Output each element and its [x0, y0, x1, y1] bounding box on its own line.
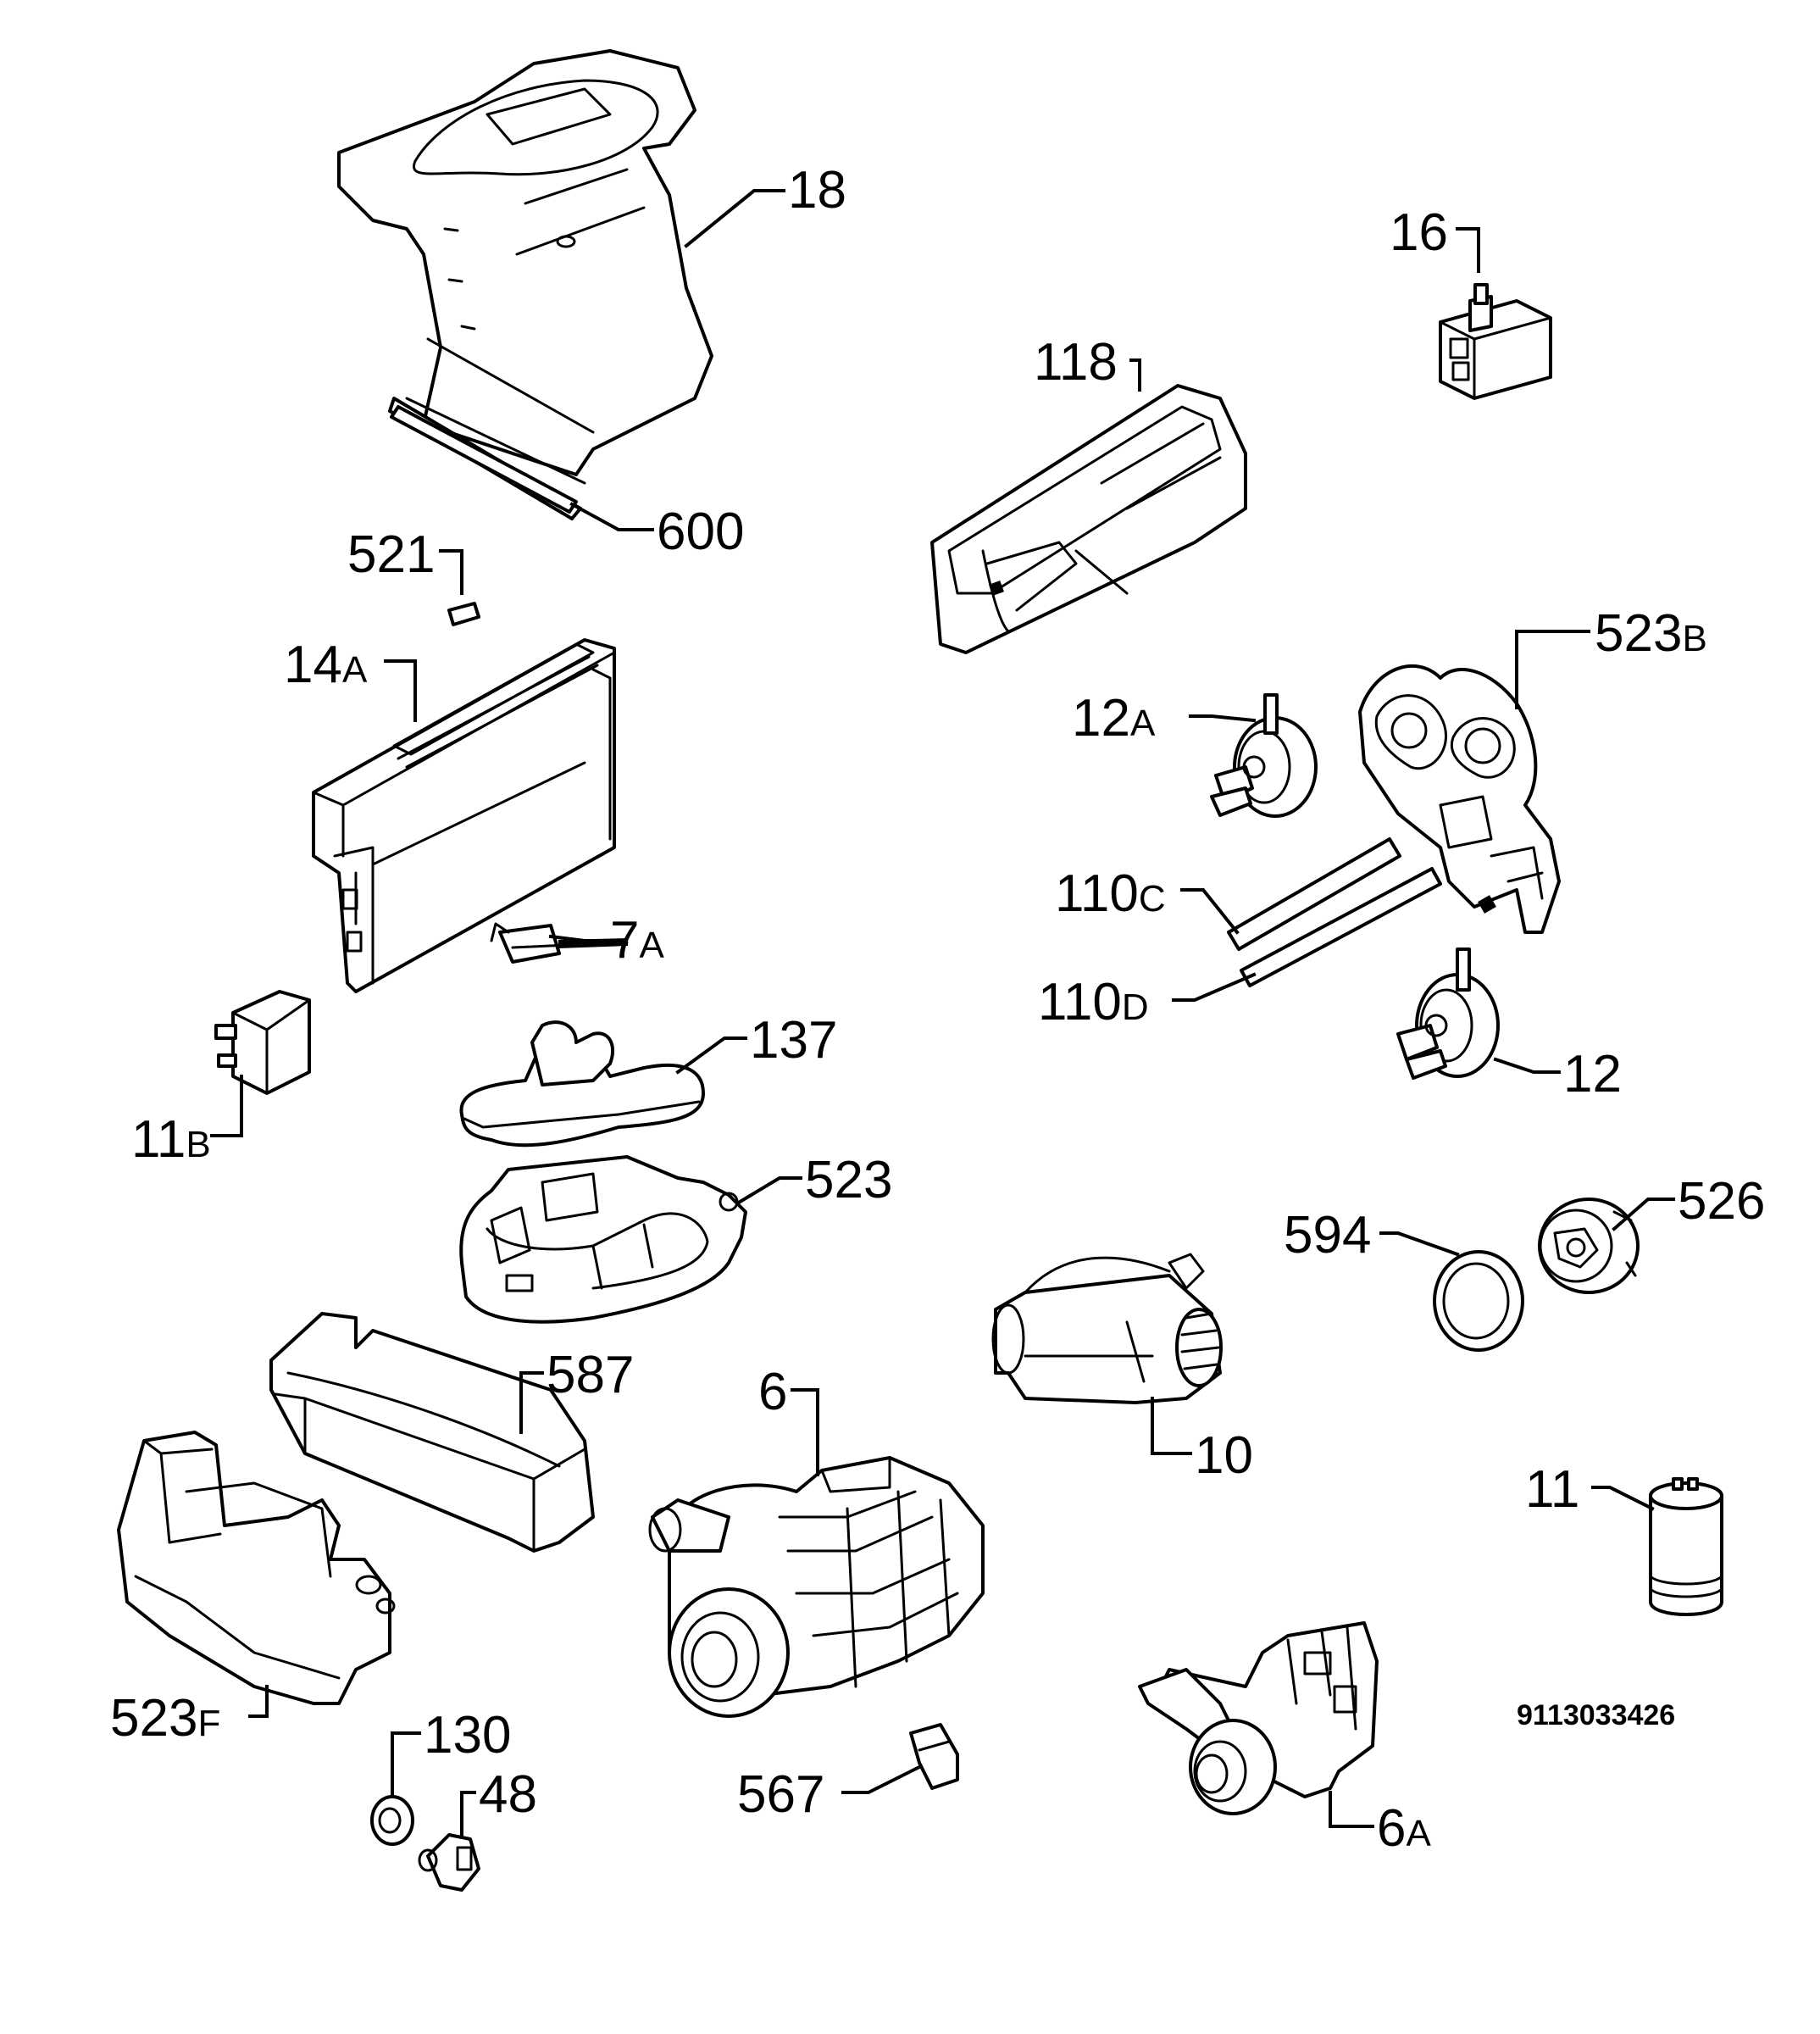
- leader-14a: [384, 659, 417, 722]
- label-118: 118: [1034, 333, 1118, 392]
- part-12a-pressure-switch: [1210, 693, 1318, 818]
- label-7a: 7A: [610, 911, 664, 970]
- label-130: 130: [424, 1706, 511, 1764]
- part-523b-bracket: [1358, 664, 1561, 934]
- part-11b-relay: [214, 990, 311, 1095]
- part-14a-module: [312, 638, 616, 993]
- label-12a: 12A: [1072, 689, 1156, 747]
- label-137: 137: [750, 1011, 837, 1070]
- label-16: 16: [1390, 203, 1448, 262]
- leader-523b: [1515, 630, 1590, 709]
- part-567-connector: [909, 1723, 959, 1790]
- leader-6a: [1329, 1791, 1374, 1828]
- part-48-plug: [418, 1833, 480, 1892]
- label-110c: 110C: [1055, 864, 1166, 923]
- part-130-washer: [370, 1795, 414, 1846]
- leader-11b: [210, 1075, 243, 1137]
- part-7a-clip: [490, 922, 629, 964]
- leader-594: [1379, 1231, 1460, 1257]
- part-523f-bracket: [117, 1431, 396, 1705]
- label-523: 523: [805, 1151, 892, 1209]
- label-10: 10: [1195, 1426, 1253, 1485]
- part-11-capacitor: [1649, 1477, 1723, 1616]
- leader-6: [791, 1388, 819, 1476]
- leader-526: [1612, 1198, 1675, 1231]
- label-18: 18: [788, 161, 846, 220]
- label-48: 48: [479, 1765, 537, 1824]
- part-118-dispenser: [930, 384, 1247, 654]
- label-526: 526: [1678, 1172, 1765, 1231]
- document-number: 9113033426: [1517, 1699, 1675, 1731]
- leader-10: [1151, 1397, 1192, 1455]
- label-521: 521: [347, 525, 435, 584]
- label-594: 594: [1284, 1206, 1371, 1264]
- label-110d: 110D: [1038, 973, 1149, 1031]
- label-11b: 11B: [131, 1110, 211, 1169]
- part-12-pressure-switch: [1396, 948, 1500, 1080]
- part-16-switch: [1439, 283, 1552, 400]
- leader-567: [841, 1764, 922, 1794]
- leader-12: [1493, 1057, 1561, 1074]
- leader-lines: [210, 189, 1675, 1837]
- leader-600: [569, 502, 654, 531]
- leader-137: [675, 1036, 747, 1075]
- leader-118: [1129, 358, 1141, 392]
- part-110d-hose: [1240, 867, 1442, 987]
- label-523f: 523F: [110, 1689, 220, 1748]
- label-523b: 523B: [1595, 604, 1707, 663]
- part-600-strip: [390, 405, 578, 514]
- label-11: 11: [1525, 1460, 1579, 1519]
- label-600: 600: [657, 503, 744, 561]
- leader-48: [460, 1791, 476, 1837]
- leader-130: [391, 1731, 421, 1798]
- part-6a-drain-pump: [1138, 1621, 1379, 1815]
- leader-16: [1456, 227, 1480, 273]
- part-10-heater: [991, 1253, 1223, 1404]
- leader-11: [1591, 1486, 1655, 1511]
- part-18-duct-cover: [337, 49, 713, 520]
- leader-110d: [1172, 972, 1257, 1002]
- part-labels: 18 600 16 118 521 14A 523B 12A 7A 110C 1…: [110, 161, 1765, 1858]
- part-594-seal: [1433, 1250, 1524, 1352]
- part-587-cover: [269, 1312, 595, 1553]
- label-12: 12: [1563, 1045, 1622, 1103]
- leader-523: [735, 1176, 802, 1206]
- leader-521: [439, 549, 463, 595]
- part-137-cover: [459, 1020, 705, 1148]
- leader-7a: [548, 934, 608, 942]
- part-6-motor: [648, 1456, 985, 1718]
- part-523-sump: [459, 1155, 747, 1324]
- label-587: 587: [547, 1346, 634, 1404]
- label-6: 6: [758, 1363, 787, 1421]
- leader-523f: [248, 1685, 269, 1718]
- leader-110c: [1180, 888, 1240, 935]
- label-14a: 14A: [284, 636, 368, 694]
- part-110c-hose: [1227, 837, 1401, 951]
- label-567: 567: [737, 1765, 824, 1824]
- part-526-valve: [1538, 1198, 1640, 1294]
- part-521-cap: [447, 602, 480, 626]
- leader-12a: [1189, 714, 1257, 723]
- label-6a: 6A: [1377, 1799, 1431, 1858]
- leader-18: [684, 189, 785, 248]
- leader-587: [519, 1371, 544, 1434]
